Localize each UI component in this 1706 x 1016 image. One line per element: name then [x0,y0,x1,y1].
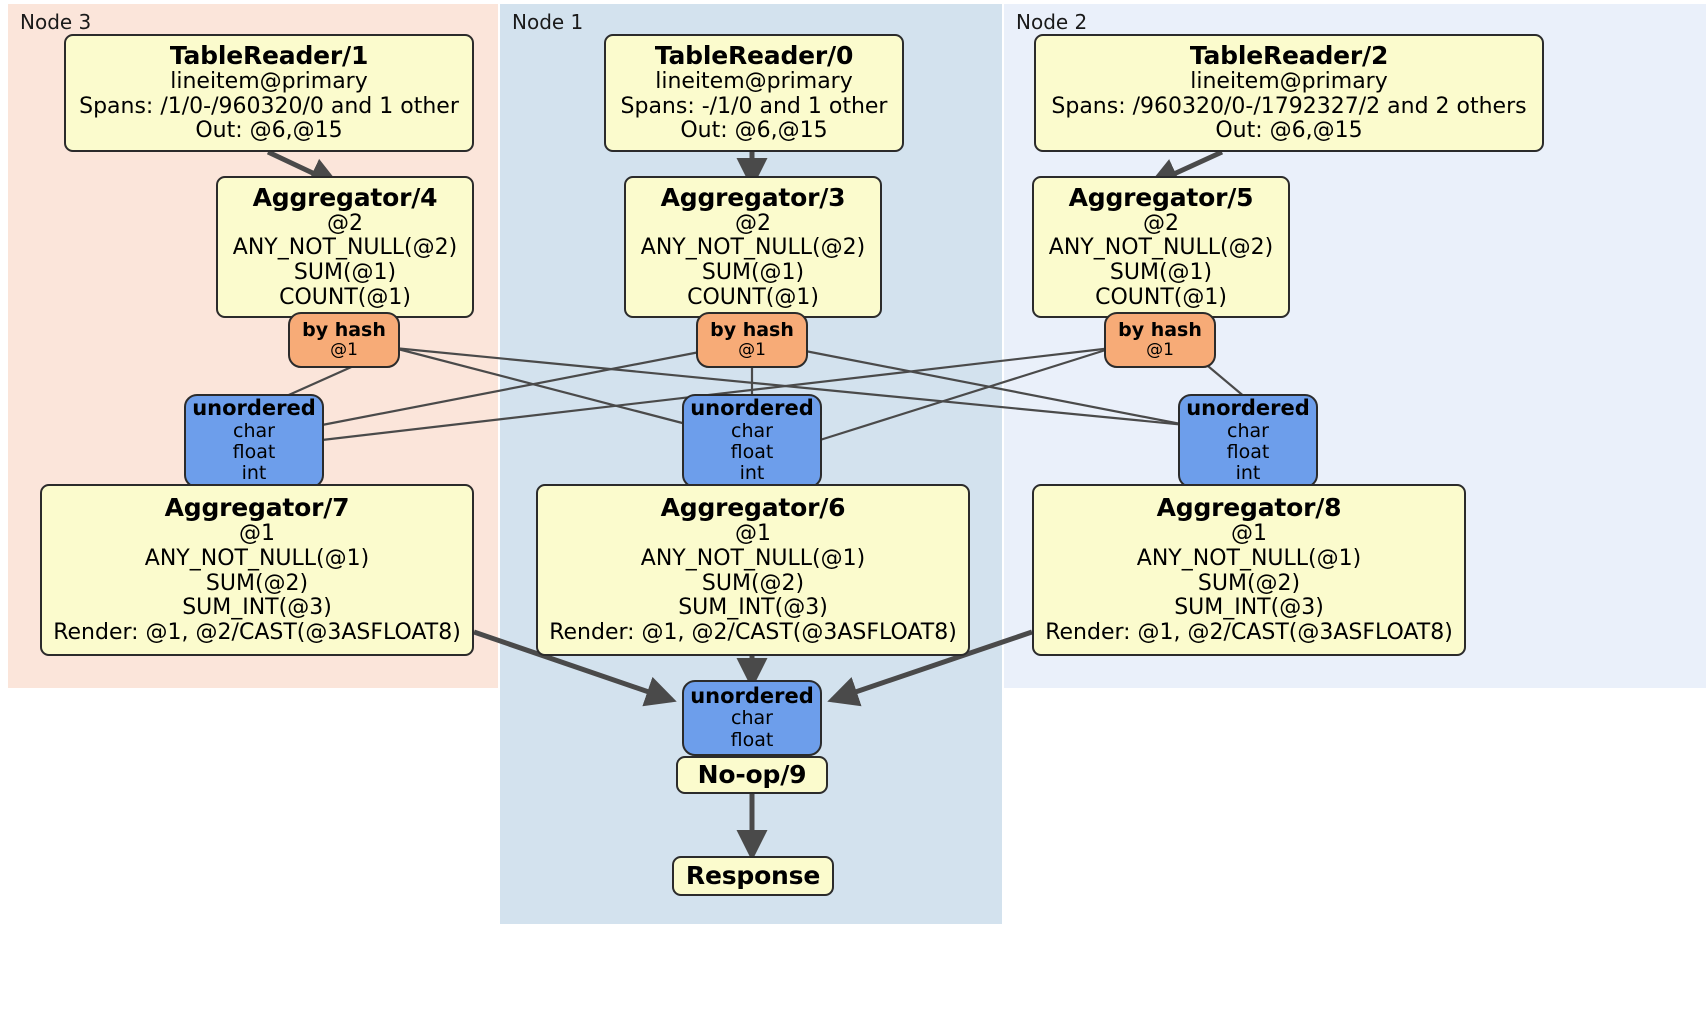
router-by-hash-node-1[interactable]: by hash @1 [696,312,808,368]
node-detail-line: COUNT(@1) [687,284,819,310]
sync-detail-line: float [232,441,276,464]
router-detail-line: @1 [330,340,358,361]
node-detail-line: SUM_INT(@3) [678,595,828,621]
node-detail-line: ANY_NOT_NULL(@1) [640,546,866,572]
node-detail-line: ANY_NOT_NULL(@1) [1136,546,1362,572]
node-aggregator-4[interactable]: Aggregator/4 @2 ANY_NOT_NULL(@2) SUM(@1)… [216,176,474,318]
node-title: Aggregator/4 [252,182,438,212]
node-aggregator-8[interactable]: Aggregator/8 @1 ANY_NOT_NULL(@1) SUM(@2)… [1032,484,1466,656]
node-detail-line: SUM_INT(@3) [182,595,332,621]
node-table-reader-1[interactable]: TableReader/1 lineitem@primary Spans: /1… [64,34,474,152]
node-detail-line: @1 [735,521,771,547]
node-detail-line: @1 [1231,521,1267,547]
sync-title: unordered [1186,396,1310,421]
sync-unordered-node-2[interactable]: unordered char float int [1178,394,1318,488]
node-detail-line: SUM(@2) [701,570,805,596]
sync-unordered-node-1[interactable]: unordered char float int [682,394,822,488]
node-detail-line: lineitem@primary [1190,69,1388,95]
sync-detail-line: char [731,707,773,730]
sync-title: unordered [192,396,316,421]
sync-detail-line: char [731,419,773,442]
sync-detail-line: float [730,441,774,464]
node-detail-line: @2 [735,210,771,236]
node-detail-line: ANY_NOT_NULL(@2) [232,235,458,261]
router-detail-line: @1 [738,340,766,361]
node-aggregator-3[interactable]: Aggregator/3 @2 ANY_NOT_NULL(@2) SUM(@1)… [624,176,882,318]
node-detail-line: SUM(@1) [1109,260,1213,285]
node-detail-line: SUM(@2) [1197,570,1301,596]
node-table-reader-2[interactable]: TableReader/2 lineitem@primary Spans: /9… [1034,34,1544,152]
sync-detail-line: char [1227,419,1269,442]
node-detail-line: Spans: /960320/0-/1792327/2 and 2 others [1051,93,1527,119]
panel-label-node-2: Node 2 [1016,10,1088,34]
router-title: by hash [1118,318,1202,341]
node-detail-line: Out: @6,@15 [195,118,343,144]
node-noop-9[interactable]: No-op/9 [676,756,828,794]
node-title: TableReader/0 [654,41,854,71]
node-title: Aggregator/5 [1068,182,1254,212]
node-detail-line: SUM_INT(@3) [1174,595,1324,621]
node-detail-line: lineitem@primary [655,69,853,95]
node-response[interactable]: Response [672,856,834,896]
node-detail-line: Render: @1, @2/CAST(@3ASFLOAT8) [1045,619,1453,645]
node-detail-line: COUNT(@1) [279,284,411,310]
router-detail-line: @1 [1146,340,1174,361]
node-title: TableReader/2 [1189,41,1389,71]
node-detail-line: Out: @6,@15 [680,118,828,144]
node-aggregator-7[interactable]: Aggregator/7 @1 ANY_NOT_NULL(@1) SUM(@2)… [40,484,474,656]
node-title: Aggregator/3 [660,182,846,212]
node-detail-line: Render: @1, @2/CAST(@3ASFLOAT8) [549,619,957,645]
node-title: Aggregator/8 [1156,493,1342,523]
sync-title: unordered [690,683,814,708]
node-detail-line: Spans: -/1/0 and 1 other [620,93,888,119]
node-detail-line: ANY_NOT_NULL(@2) [640,235,866,261]
router-title: by hash [710,318,794,341]
node-title: Aggregator/6 [660,493,846,523]
node-detail-line: SUM(@1) [293,260,397,285]
node-detail-line: Render: @1, @2/CAST(@3ASFLOAT8) [53,619,461,645]
node-detail-line: @2 [1143,210,1179,236]
node-title: TableReader/1 [169,41,369,71]
node-detail-line: COUNT(@1) [1095,284,1227,310]
sync-detail-line: char [233,419,275,442]
node-detail-line: @2 [327,210,363,236]
node-title: Aggregator/7 [164,493,350,523]
sync-detail-line: int [241,462,267,485]
node-title: No-op/9 [697,760,807,789]
sync-unordered-node-3[interactable]: unordered char float int [184,394,324,488]
router-by-hash-node-2[interactable]: by hash @1 [1104,312,1216,368]
node-title: Response [685,861,821,890]
node-table-reader-0[interactable]: TableReader/0 lineitem@primary Spans: -/… [604,34,904,152]
node-detail-line: Spans: /1/0-/960320/0 and 1 other [79,93,459,119]
panel-label-node-3: Node 3 [20,10,92,34]
router-by-hash-node-3[interactable]: by hash @1 [288,312,400,368]
sync-detail-line: float [1226,441,1270,464]
sync-unordered-final[interactable]: unordered char float [682,680,822,756]
node-detail-line: lineitem@primary [170,69,368,95]
router-title: by hash [302,318,386,341]
sync-detail-line: int [1235,462,1261,485]
sync-detail-line: int [739,462,765,485]
node-detail-line: @1 [239,521,275,547]
node-detail-line: SUM(@2) [205,570,309,596]
node-detail-line: ANY_NOT_NULL(@2) [1048,235,1274,261]
node-detail-line: Out: @6,@15 [1215,118,1363,144]
sync-detail-line: float [730,728,774,751]
node-detail-line: SUM(@1) [701,260,805,285]
sync-title: unordered [690,396,814,421]
node-detail-line: ANY_NOT_NULL(@1) [144,546,370,572]
panel-label-node-1: Node 1 [512,10,584,34]
node-aggregator-6[interactable]: Aggregator/6 @1 ANY_NOT_NULL(@1) SUM(@2)… [536,484,970,656]
node-aggregator-5[interactable]: Aggregator/5 @2 ANY_NOT_NULL(@2) SUM(@1)… [1032,176,1290,318]
